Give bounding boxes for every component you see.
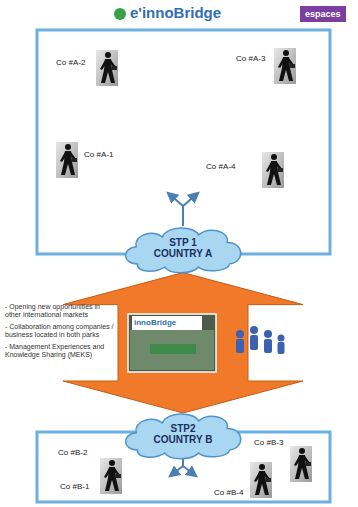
- company-label: Co #A-3: [236, 54, 265, 63]
- double-arrow: [63, 273, 303, 413]
- company-figure: [274, 48, 296, 84]
- company-label: Co #A-2: [56, 58, 85, 67]
- company-figure: [56, 142, 78, 178]
- company-label: Co #B-1: [60, 482, 89, 491]
- logo-text: e'innoBridge: [130, 4, 221, 21]
- cloud-node: STP2 COUNTRY B: [118, 407, 248, 461]
- company-label: Co #B-4: [214, 488, 243, 497]
- logo-text: espaces: [300, 6, 346, 22]
- company-label: Co #A-1: [84, 150, 113, 159]
- cloud-label: STP2 COUNTRY B: [150, 423, 216, 445]
- company-label: Co #A-4: [206, 162, 235, 171]
- cloud-node: STP 1 COUNTRY A: [118, 221, 248, 275]
- company-figure: [262, 152, 284, 188]
- company-figure: [100, 458, 122, 494]
- logo-text: innoBridge: [134, 318, 176, 327]
- company-figure: [96, 50, 118, 86]
- company-label: Co #B-3: [254, 438, 283, 447]
- company-figure: [250, 462, 272, 498]
- park-a-region: [37, 30, 330, 254]
- cloud-label: STP 1 COUNTRY A: [150, 237, 216, 259]
- note-text: - Management Experiences and Knowledge S…: [5, 343, 115, 359]
- note-text: - Collaboration among companies / busine…: [5, 323, 115, 339]
- company-figure: [290, 446, 312, 482]
- company-label: Co #B-2: [58, 448, 87, 457]
- note-text: - Opening new opportunities in other int…: [5, 303, 115, 319]
- logo-mark: [114, 8, 126, 20]
